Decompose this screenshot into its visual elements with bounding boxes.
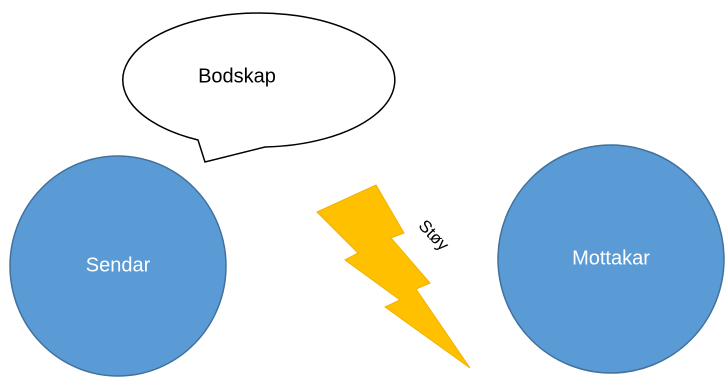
lightning-bolt-icon	[316, 184, 471, 369]
speech-bubble-shape	[122, 12, 396, 163]
receiver-circle	[497, 144, 725, 374]
speech-bubble-label: Bodskap	[198, 65, 276, 87]
receiver-node: Mottakar	[497, 144, 725, 374]
receiver-label: Mottakar	[572, 247, 650, 269]
sender-circle	[9, 155, 227, 377]
noise-element: Støy	[316, 184, 471, 369]
sender-node: Sendar	[9, 155, 227, 377]
noise-label: Støy	[415, 216, 453, 255]
sender-label: Sendar	[86, 254, 151, 276]
message-speech-bubble: Bodskap	[122, 12, 396, 163]
